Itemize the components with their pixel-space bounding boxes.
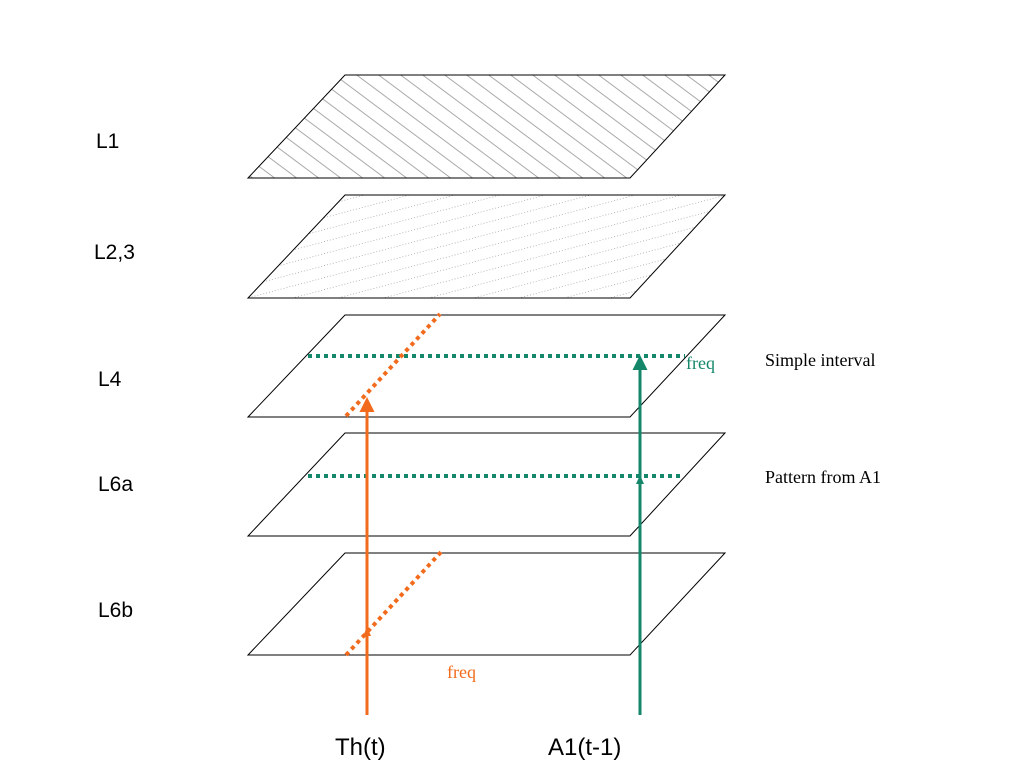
hatch-line	[248, 195, 725, 298]
hatch-line	[701, 75, 725, 178]
layer-l1-plane	[246, 74, 727, 179]
hatch-line	[371, 75, 523, 178]
hatch-line	[261, 75, 413, 178]
hatch-line	[349, 75, 501, 178]
hatch-line	[240, 350, 730, 480]
hatch-line	[812, 70, 962, 182]
hatch-line	[86, 70, 236, 182]
hatch-line	[283, 75, 435, 178]
hatch-line	[591, 75, 725, 178]
hatch-line	[248, 205, 725, 298]
hatch-line	[248, 195, 725, 277]
l6b-freq-label: freq	[447, 662, 476, 682]
thalamus-input-label: Th(t)	[335, 734, 386, 761]
hatch-line	[240, 26, 730, 156]
hatch-line	[790, 70, 940, 182]
hatch-line	[248, 75, 369, 178]
layer-label-l6a: L6a	[98, 473, 133, 496]
layer-l4-plane	[246, 314, 727, 418]
hatch-line	[248, 195, 725, 253]
hatch-line	[240, 302, 730, 432]
hatch-line	[878, 70, 1024, 182]
hatch-line	[240, 314, 730, 444]
hatch-line	[248, 265, 725, 298]
hatch-line	[415, 75, 567, 178]
hatch-line	[248, 75, 303, 178]
l6b-orange-dotted-line	[344, 549, 444, 657]
hatch-line	[248, 75, 391, 178]
l4-freq-label: freq	[686, 353, 715, 373]
hatch-line	[393, 75, 545, 178]
hatch-line	[240, 326, 730, 456]
hatch-line	[723, 75, 725, 178]
layer-l6a-plane	[246, 432, 727, 537]
hatch-line	[240, 38, 730, 168]
hatch-line	[613, 75, 725, 178]
hatch-line	[248, 195, 725, 229]
layer-label-l23: L2,3	[94, 241, 135, 264]
hatch-line	[503, 75, 655, 178]
hatch-line	[240, 386, 730, 516]
thalamus-l6b-arrowhead	[363, 627, 371, 636]
hatch-line	[248, 75, 347, 178]
layer-label-l1: L1	[96, 130, 119, 153]
hatch-line	[240, 62, 730, 192]
hatch-line	[248, 195, 725, 265]
hatch-line	[64, 70, 214, 182]
l4-orange-dotted-line	[344, 312, 442, 418]
hatch-line	[856, 70, 1006, 182]
hatch-line	[679, 75, 725, 178]
hatch-line	[248, 75, 325, 178]
hatch-line	[525, 75, 677, 178]
hatch-line	[248, 229, 725, 298]
hatch-line	[635, 75, 725, 178]
hatch-line	[240, 374, 730, 504]
hatch-line	[248, 195, 725, 241]
hatch-line	[248, 195, 725, 289]
hatch-line	[657, 75, 725, 178]
hatch-line	[768, 70, 918, 182]
layer-label-l6b: L6b	[98, 599, 133, 622]
hatch-line	[746, 70, 896, 182]
layer-l23-plane	[246, 194, 727, 299]
hatch-line	[240, 50, 730, 180]
hatch-line	[248, 195, 725, 298]
hatch-line	[248, 75, 281, 178]
hatch-line	[459, 75, 611, 178]
hatch-line	[547, 75, 699, 178]
a1-l6a-arrowhead	[636, 475, 644, 484]
hatch-line	[437, 75, 589, 178]
hatch-line	[248, 75, 259, 178]
hatch-line	[569, 75, 721, 178]
a1-input-label: A1(t-1)	[548, 734, 621, 761]
hatch-line	[248, 195, 725, 298]
hatch-line	[834, 70, 984, 182]
layer-l6b-plane	[246, 552, 727, 656]
l6a-note: Pattern from A1	[765, 467, 881, 487]
hatch-line	[248, 217, 725, 298]
hatch-line	[248, 195, 725, 205]
hatch-line	[240, 362, 730, 492]
hatch-line	[327, 75, 479, 178]
layer-l1	[64, 70, 1024, 182]
hatch-line	[248, 241, 725, 298]
hatch-line	[248, 253, 725, 298]
hatch-line	[305, 75, 457, 178]
l4-note: Simple interval	[765, 350, 875, 370]
hatch-line	[481, 75, 633, 178]
layer-label-l4: L4	[98, 368, 122, 391]
layer-l1-hatching	[64, 70, 1024, 182]
